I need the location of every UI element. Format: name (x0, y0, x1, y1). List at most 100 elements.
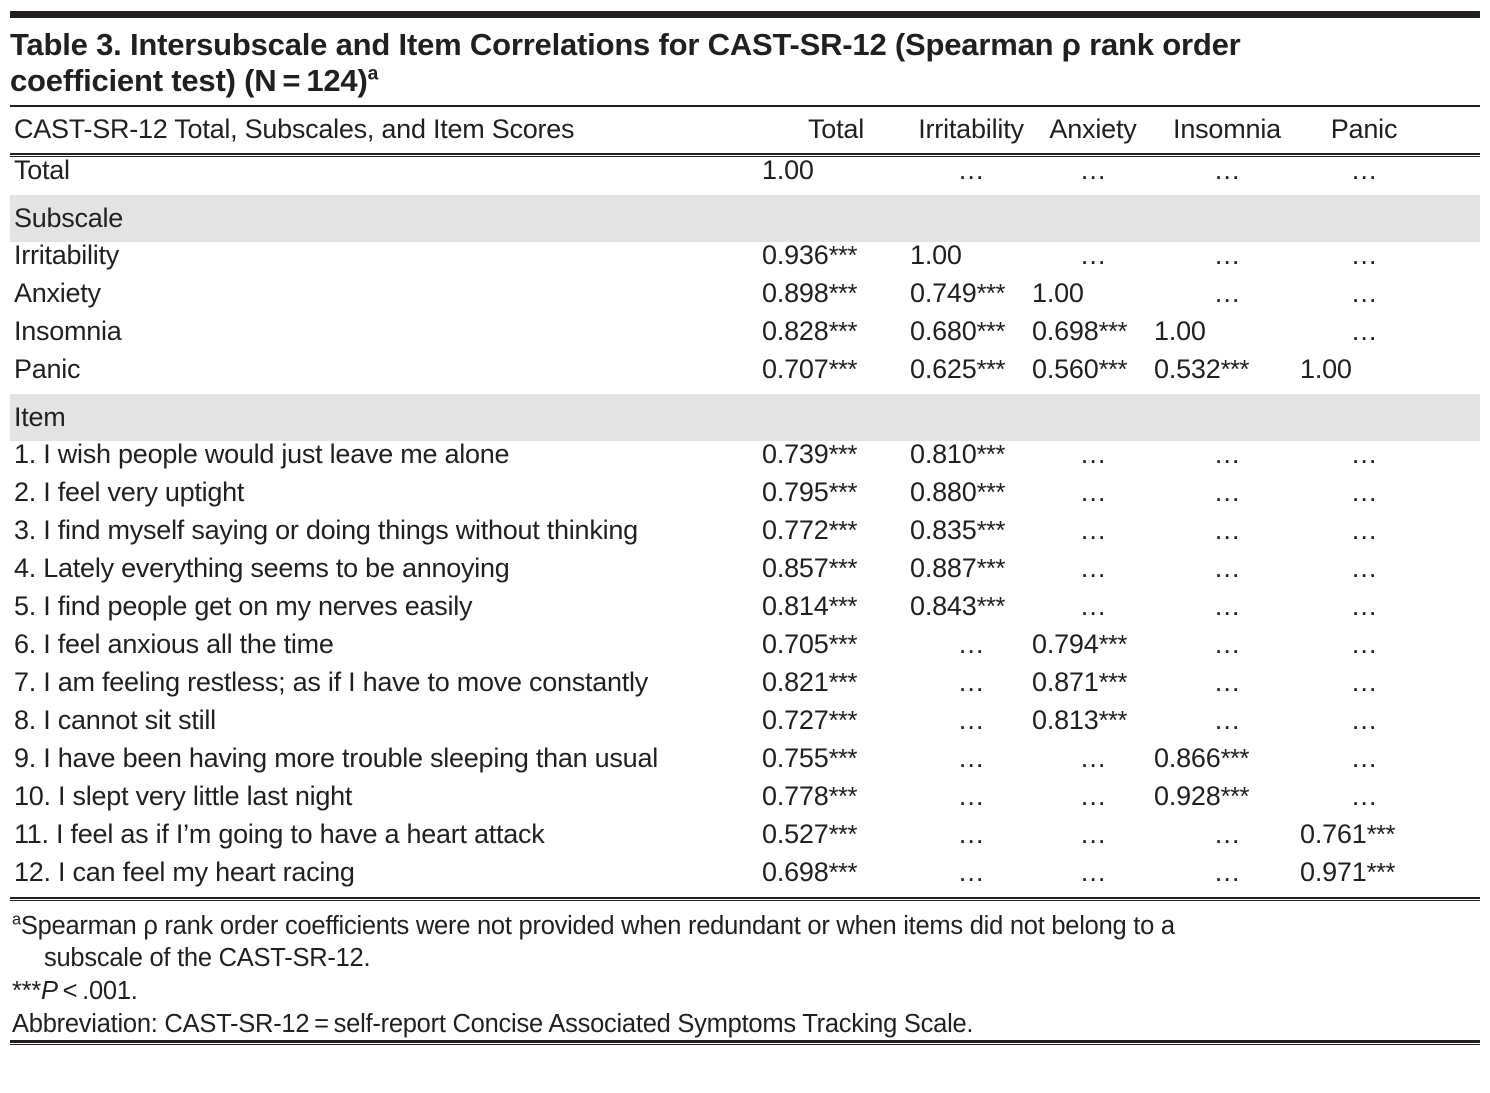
row-label: 5. I find people get on my nerves easily (14, 590, 473, 621)
table-row: 11. I feel as if I’m going to have a hea… (10, 818, 1480, 859)
footnote-a-marker: a (12, 910, 21, 929)
cell-irritability: 0.880*** (910, 476, 1006, 507)
cell-anxiety: … (1079, 590, 1107, 621)
cell-irritability: … (957, 154, 985, 185)
cell-anxiety: … (1079, 239, 1107, 270)
table-row: 3. I find myself saying or doing things … (10, 514, 1480, 555)
header-bottom-rule (10, 152, 1480, 157)
cell-total: 0.772*** (762, 514, 858, 545)
cell-panic: 0.971*** (1300, 856, 1396, 887)
cell-panic: … (1350, 590, 1378, 621)
cell-total: 0.778*** (762, 780, 858, 811)
table-row: 10. I slept very little last night 0.778*… (10, 780, 1480, 821)
cell-total: 0.795*** (762, 476, 858, 507)
footnote-significance-value: < .001. (57, 977, 138, 1006)
cell-total: 0.527*** (762, 818, 858, 849)
cell-anxiety: 0.794*** (1032, 628, 1128, 659)
cell-insomnia: … (1213, 590, 1241, 621)
column-header-total: Total (807, 114, 865, 145)
cell-panic: … (1350, 277, 1378, 308)
cell-panic: … (1350, 666, 1378, 697)
cell-panic: … (1350, 704, 1378, 735)
column-header-label: CAST-SR-12 Total, Subscales, and Item Sc… (14, 114, 575, 145)
cell-panic: … (1350, 315, 1378, 346)
cell-anxiety: … (1079, 552, 1107, 583)
table-title: Table 3. Intersubscale and Item Correlat… (10, 18, 1260, 105)
table-row: 12. I can feel my heart racing 0.698*** … …… (10, 856, 1480, 897)
cell-insomnia: … (1213, 666, 1241, 697)
column-header-anxiety: Anxiety (1049, 114, 1137, 145)
cell-insomnia: … (1213, 552, 1241, 583)
cell-panic: … (1350, 438, 1378, 469)
cell-panic: … (1350, 742, 1378, 773)
cell-anxiety: 1.00 (1032, 277, 1084, 308)
cell-anxiety: … (1079, 818, 1107, 849)
cell-anxiety: 0.560*** (1032, 353, 1128, 384)
cell-insomnia: … (1213, 856, 1241, 887)
row-label: 4. Lately everything seems to be annoyin… (14, 552, 510, 583)
column-header-irritability: Irritability (918, 114, 1024, 145)
table-row: 9. I have been having more trouble sleep… (10, 742, 1480, 783)
table-body-bottom-rule (10, 896, 1480, 901)
row-label: 10. I slept very little last night (14, 780, 353, 811)
cell-anxiety: … (1079, 438, 1107, 469)
cell-insomnia: … (1213, 277, 1241, 308)
section-band-label: Subscale (14, 202, 124, 233)
cell-panic: … (1350, 239, 1378, 270)
cell-insomnia: … (1213, 818, 1241, 849)
cell-total: 0.857*** (762, 552, 858, 583)
row-label: 9. I have been having more trouble sleep… (14, 742, 658, 773)
cell-anxiety: 0.813*** (1032, 704, 1128, 735)
cell-panic: 1.00 (1300, 353, 1352, 384)
footnote-significance: ***P < .001. (10, 974, 1480, 1007)
cell-total: 0.707*** (762, 353, 858, 384)
cell-total: 0.698*** (762, 856, 858, 887)
row-label: 6. I feel anxious all the time (14, 628, 334, 659)
cell-total: 0.936*** (762, 239, 858, 270)
cell-irritability: 0.835*** (910, 514, 1006, 545)
cell-insomnia: … (1213, 154, 1241, 185)
row-label: Insomnia (14, 315, 122, 346)
row-label: 2. I feel very uptight (14, 476, 245, 507)
footnote-significance-stars: *** (12, 977, 42, 1006)
row-label: Panic (14, 353, 81, 384)
table-title-footnote-marker: a (367, 63, 379, 85)
cell-irritability: … (957, 780, 985, 811)
cell-total: 0.739*** (762, 438, 858, 469)
row-label: 1. I wish people would just leave me alo… (14, 438, 510, 469)
cell-panic: … (1350, 154, 1378, 185)
cell-total: 0.727*** (762, 704, 858, 735)
cell-anxiety: … (1079, 856, 1107, 887)
column-header-insomnia: Insomnia (1173, 114, 1281, 145)
cell-irritability: … (957, 742, 985, 773)
row-label: 8. I cannot sit still (14, 704, 216, 735)
cell-irritability: 0.843*** (910, 590, 1006, 621)
row-label: 12. I can feel my heart racing (14, 856, 355, 887)
row-label: 11. I feel as if I’m going to have a hea… (14, 818, 545, 849)
cell-insomnia: … (1213, 704, 1241, 735)
table-title-text: Table 3. Intersubscale and Item Correlat… (10, 27, 1241, 98)
cell-irritability: … (957, 666, 985, 697)
row-label: Total (14, 154, 70, 185)
cell-panic: … (1350, 552, 1378, 583)
row-label: Anxiety (14, 277, 101, 308)
cell-insomnia: 0.866*** (1154, 742, 1250, 773)
table-section-band: Item (10, 393, 1480, 441)
table-top-rule (10, 11, 1480, 18)
cell-irritability: 0.887*** (910, 552, 1006, 583)
cell-total: 0.828*** (762, 315, 858, 346)
cell-total: 0.705*** (762, 628, 858, 659)
table-row: 4. Lately everything seems to be annoyin… (10, 552, 1480, 593)
cell-irritability: … (957, 856, 985, 887)
cell-total: 0.898*** (762, 277, 858, 308)
cell-anxiety: 0.871*** (1032, 666, 1128, 697)
footnote-significance-p: P (41, 977, 58, 1006)
table-row: 1. I wish people would just leave me alo… (10, 438, 1480, 479)
column-header-panic: Panic (1330, 114, 1398, 145)
